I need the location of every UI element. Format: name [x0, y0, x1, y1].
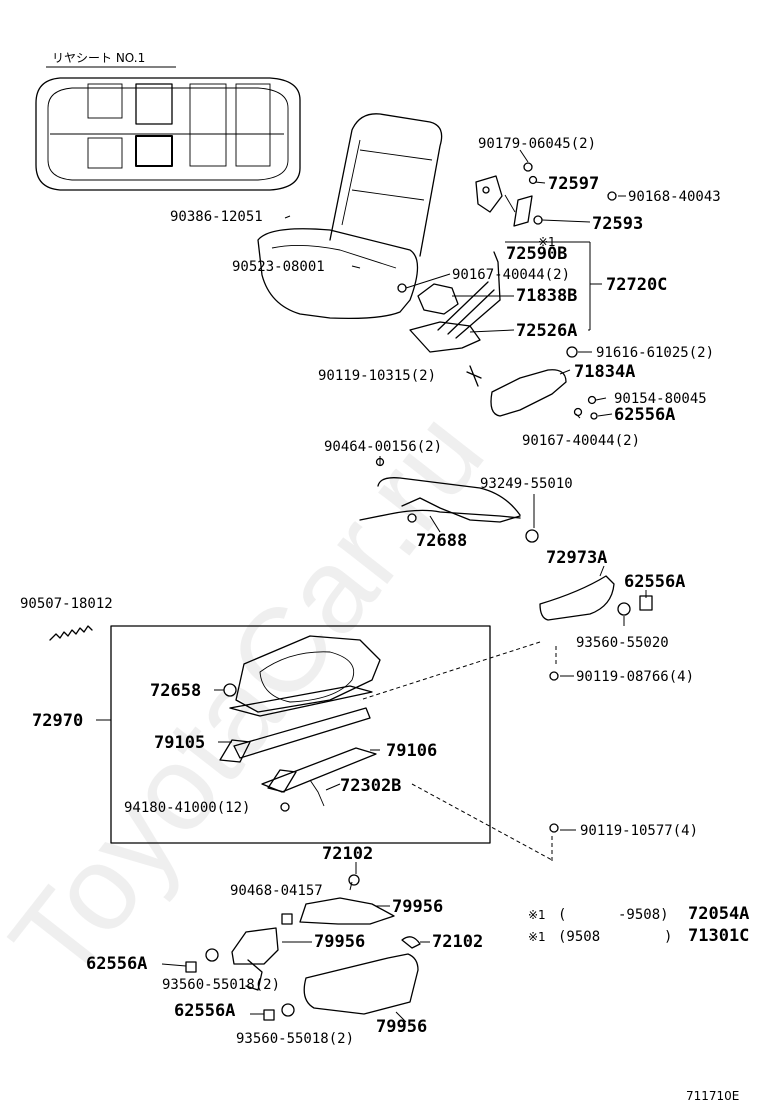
label-93560-55018-a: 93560-55018(2)	[162, 977, 280, 993]
label-72597: 72597	[548, 174, 599, 194]
label-90179-06045: 90179-06045(2)	[478, 136, 596, 152]
label-93249-55010: 93249-55010	[480, 476, 573, 492]
note-open: (	[558, 907, 566, 923]
label-71838b: 71838B	[516, 286, 577, 306]
label-72688: 72688	[416, 531, 467, 551]
spring	[49, 625, 93, 641]
label-90507-18012: 90507-18012	[20, 596, 113, 612]
label-90386-12051: 90386-12051	[170, 209, 263, 225]
label-90119-08766: 90119-08766(4)	[576, 669, 694, 685]
vehicle-layout-inset: リヤシート NO.1	[35, 51, 301, 191]
callout-labels: 90179-06045(2) 72597 90168-40043 72593 9…	[20, 136, 721, 1047]
note-open: (9508	[558, 929, 600, 945]
label-72593: 72593	[592, 214, 643, 234]
recliner-parts	[397, 162, 617, 420]
inset-title: リヤシート NO.1	[52, 51, 145, 65]
label-79956-a: 79956	[392, 897, 443, 917]
label-90523-08001: 90523-08001	[232, 259, 325, 275]
cable-assembly	[359, 457, 539, 543]
label-72973a: 72973A	[546, 548, 607, 568]
note-range: -9508)	[618, 907, 669, 923]
note-range: )	[664, 929, 672, 945]
lower-covers	[185, 874, 421, 1021]
label-90154-80045: 90154-80045	[614, 391, 707, 407]
seat-assembly	[257, 113, 443, 320]
notes: ※1 ( -9508) 72054A ※1 (9508 ) 71301C	[528, 904, 749, 946]
note-part: 72054A	[688, 904, 749, 924]
label-79106: 79106	[386, 741, 437, 761]
cover-72973a	[539, 575, 653, 621]
label-79956-b: 79956	[314, 932, 365, 952]
label-90167-40044-b: 90167-40044(2)	[522, 433, 640, 449]
seat-track-box	[110, 625, 491, 844]
note-part: 71301C	[688, 926, 749, 946]
label-90468-04157: 90468-04157	[230, 883, 323, 899]
label-90168-40043: 90168-40043	[628, 189, 721, 205]
label-79956-c: 79956	[376, 1017, 427, 1037]
dash-guide	[359, 641, 541, 701]
label-93560-55018-b: 93560-55018(2)	[236, 1031, 354, 1047]
label-72302b: 72302B	[340, 776, 401, 796]
bolt	[549, 823, 559, 833]
label-62556a-c: 62556A	[86, 954, 147, 974]
label-91616-61025: 91616-61025(2)	[596, 345, 714, 361]
label-72720c: 72720C	[606, 275, 667, 295]
label-62556a-b: 62556A	[624, 572, 685, 592]
label-72970: 72970	[32, 711, 83, 731]
note-mark: ※1	[528, 930, 546, 944]
label-79105: 79105	[154, 733, 205, 753]
bolt	[549, 671, 559, 681]
label-72658: 72658	[150, 681, 201, 701]
label-90167-40044-a: 90167-40044(2)	[452, 267, 570, 283]
label-72102-a: 72102	[322, 844, 373, 864]
label-72526a: 72526A	[516, 321, 577, 341]
footer-code: 711710E	[686, 1089, 739, 1103]
label-90119-10577: 90119-10577(4)	[580, 823, 698, 839]
label-62556a-d: 62556A	[174, 1001, 235, 1021]
label-90464-00156: 90464-00156(2)	[324, 439, 442, 455]
label-62556a-a: 62556A	[614, 405, 675, 425]
label-71834a: 71834A	[574, 362, 635, 382]
label-72102-b: 72102	[432, 932, 483, 952]
note-mark: ※1	[528, 908, 546, 922]
label-star1: ※1	[538, 235, 556, 249]
leader-lines	[96, 149, 647, 1023]
label-93560-55020: 93560-55020	[576, 635, 669, 651]
dash-guide	[411, 783, 553, 861]
label-90119-10315: 90119-10315(2)	[318, 368, 436, 384]
label-94180-41000: 94180-41000(12)	[124, 800, 250, 816]
label-72590b: 72590B	[506, 244, 567, 264]
